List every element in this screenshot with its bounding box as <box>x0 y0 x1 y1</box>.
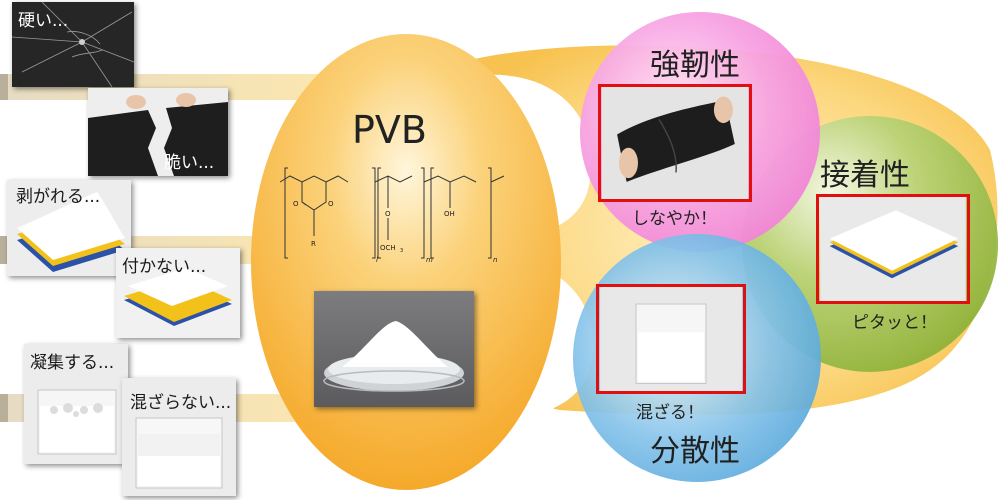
problem-hard-label: 硬い... <box>18 11 69 31</box>
problem-notstick-label: 付かない... <box>122 257 207 277</box>
aggregated-beaker-photo <box>24 344 128 464</box>
dispersion-title: 分散性 <box>650 434 740 469</box>
subscript-n: n <box>493 256 497 264</box>
problem-notmix-label: 混ざらない... <box>130 393 232 413</box>
ring-oxygen-left: O <box>293 200 299 208</box>
acetate-oxygen: O <box>385 210 391 218</box>
pvb-title: PVB <box>352 108 427 152</box>
adhesion-photo <box>816 194 970 304</box>
torn-sheet-photo <box>88 88 228 176</box>
pvb-powder-photo <box>314 291 474 407</box>
problem-brittle-label: 脆い... <box>164 153 215 173</box>
methoxy-sub: 3 <box>400 248 403 254</box>
toughness-photo <box>598 84 752 202</box>
hydroxyl-group: OH <box>444 210 455 218</box>
toughness-title: 強靭性 <box>650 48 740 83</box>
nonstick-layers-photo <box>116 248 240 338</box>
dispersion-caption: 混ざる！ <box>636 403 704 423</box>
subscript-l: l <box>376 256 378 264</box>
problem-aggregate-label: 凝集する... <box>30 353 115 373</box>
subscript-m: m <box>426 256 433 264</box>
r-group: R <box>311 240 316 248</box>
dispersion-photo <box>596 284 746 394</box>
cracked-glass-photo <box>12 2 134 87</box>
problem-peel-label: 剥がれる... <box>16 187 101 207</box>
adhesion-title: 接着性 <box>820 158 910 193</box>
peeling-layers-photo <box>7 180 131 276</box>
methoxy-group: OCH <box>380 244 396 252</box>
toughness-caption: しなやか！ <box>632 209 717 229</box>
adhesion-caption: ピタッと！ <box>852 313 937 333</box>
pvb-chemical-structure: O O R O OCH 3 OH l m n <box>279 167 505 264</box>
unmixed-beaker-photo <box>122 378 236 496</box>
ring-oxygen-right: O <box>328 200 334 208</box>
